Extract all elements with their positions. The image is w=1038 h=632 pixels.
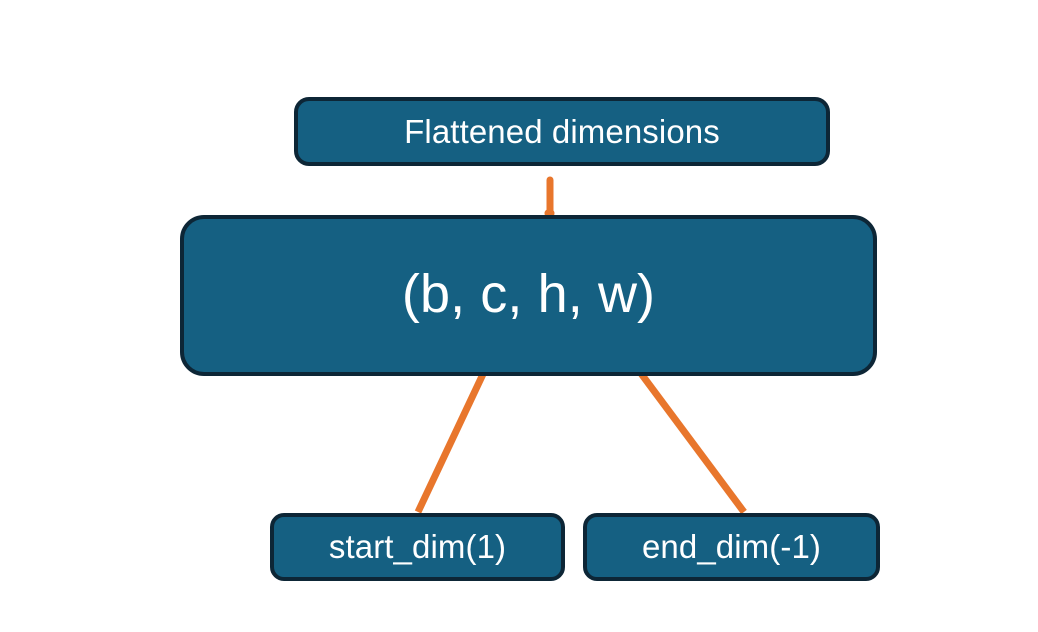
tensor-shape-label: (b, c, h, w): [401, 263, 656, 324]
end-dim-label: end_dim(-1): [641, 528, 821, 565]
tensor-shape-node: (b, c, h, w): [180, 215, 877, 376]
flattened-dimensions-label: Flattened dimensions: [404, 112, 720, 150]
flattened-dimensions-node: Flattened dimensions: [294, 97, 830, 166]
start-dim-node: start_dim(1): [270, 513, 565, 581]
start-dim-label: start_dim(1): [328, 528, 507, 565]
end-dim-node: end_dim(-1): [583, 513, 880, 581]
